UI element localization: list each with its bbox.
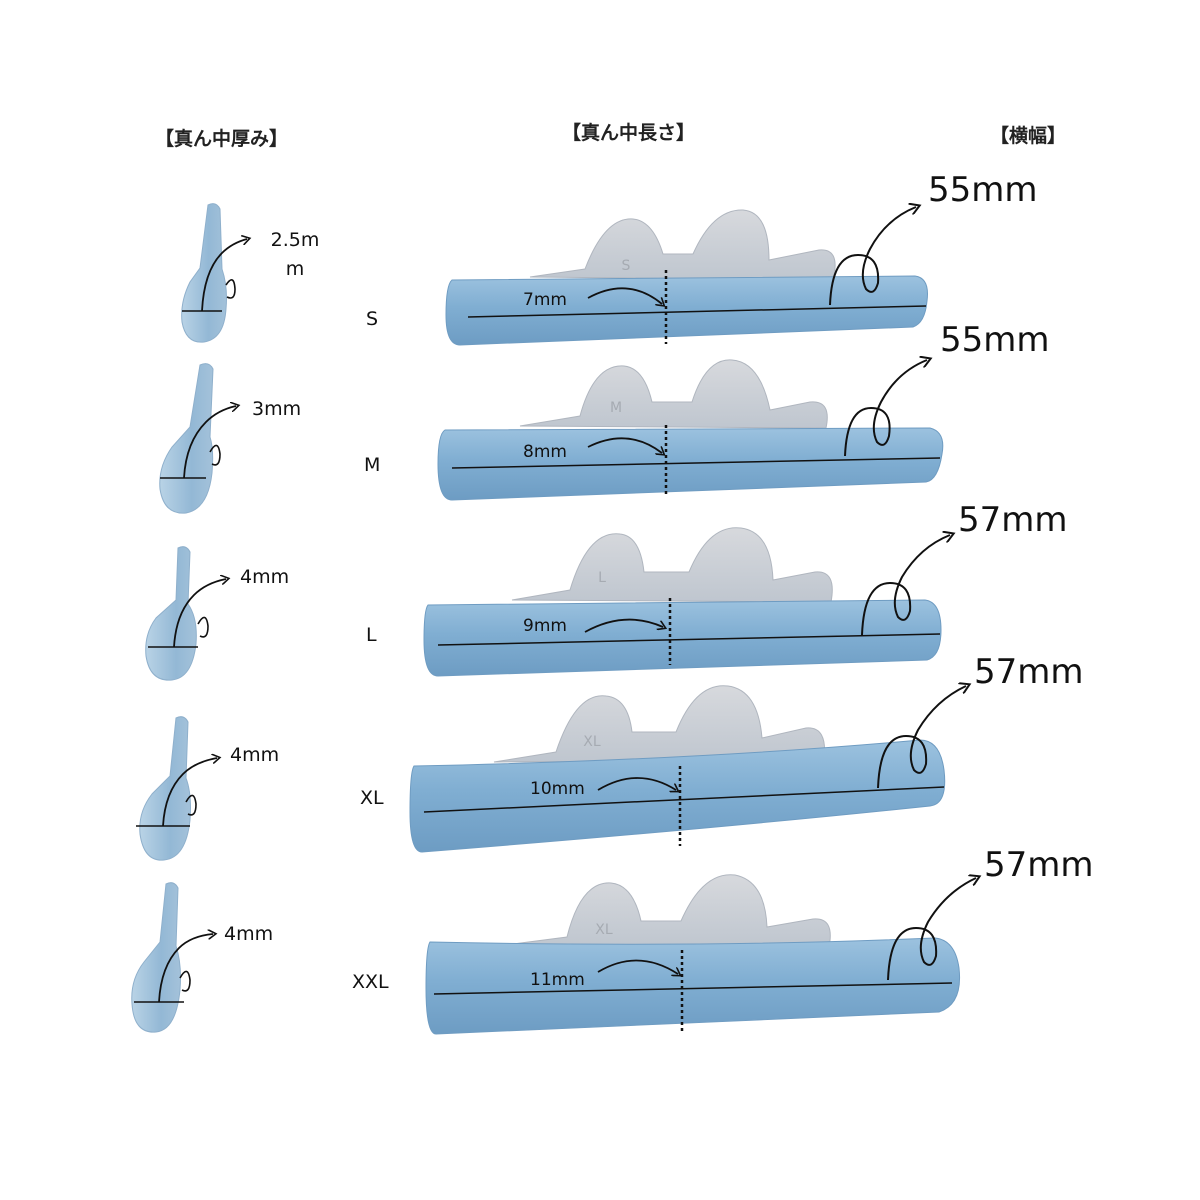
size-label-xxl: XXL: [352, 971, 389, 993]
thickness-label-m: 3mm: [252, 398, 302, 420]
embossed-xl: XL: [583, 734, 601, 750]
width-value-xl: 57mm: [974, 652, 1084, 692]
embossed-xxl: XL: [595, 922, 613, 938]
size-label-xl: XL: [360, 787, 384, 809]
header-length: 【真ん中長さ】: [562, 122, 696, 144]
header-thickness: 【真ん中厚み】: [155, 128, 289, 150]
width-value-s: 55mm: [928, 170, 1038, 210]
embossed-l: L: [598, 570, 606, 586]
thickness-value-s-line1: 2.5m: [270, 229, 320, 251]
embossed-m: M: [610, 400, 622, 416]
embossed-s: S: [622, 258, 631, 274]
rod-l: [423, 527, 950, 677]
center-length-l: 9mm: [523, 616, 567, 636]
thickness-label-l: 4mm: [240, 566, 290, 588]
width-value-m: 55mm: [940, 320, 1050, 360]
size-label-s: S: [366, 308, 379, 330]
center-length-xxl: 11mm: [530, 970, 585, 990]
thickness-label-xl: 4mm: [230, 744, 280, 766]
rod-xxl: [425, 875, 976, 1035]
width-value-xxl: 57mm: [984, 845, 1094, 885]
rod-m: [437, 360, 944, 501]
rod-xl: [409, 686, 966, 853]
size-label-l: L: [366, 624, 377, 646]
thickness-label-xxl: 4mm: [224, 923, 274, 945]
side-piece-xl: [136, 716, 217, 861]
header-width: 【横幅】: [990, 125, 1067, 147]
side-piece-s: [181, 203, 247, 343]
thickness-value-s-line2: m: [285, 258, 305, 281]
width-value-l: 57mm: [958, 500, 1068, 540]
thickness-label-s: 2.5m m: [266, 226, 324, 285]
side-piece-xxl: [131, 882, 213, 1033]
center-length-m: 8mm: [523, 442, 567, 462]
size-label-m: M: [364, 454, 381, 476]
center-length-s: 7mm: [523, 290, 567, 310]
side-piece-l: [145, 546, 226, 681]
center-length-xl: 10mm: [530, 779, 585, 799]
rod-s: [445, 207, 928, 346]
side-piece-m: [159, 363, 236, 514]
